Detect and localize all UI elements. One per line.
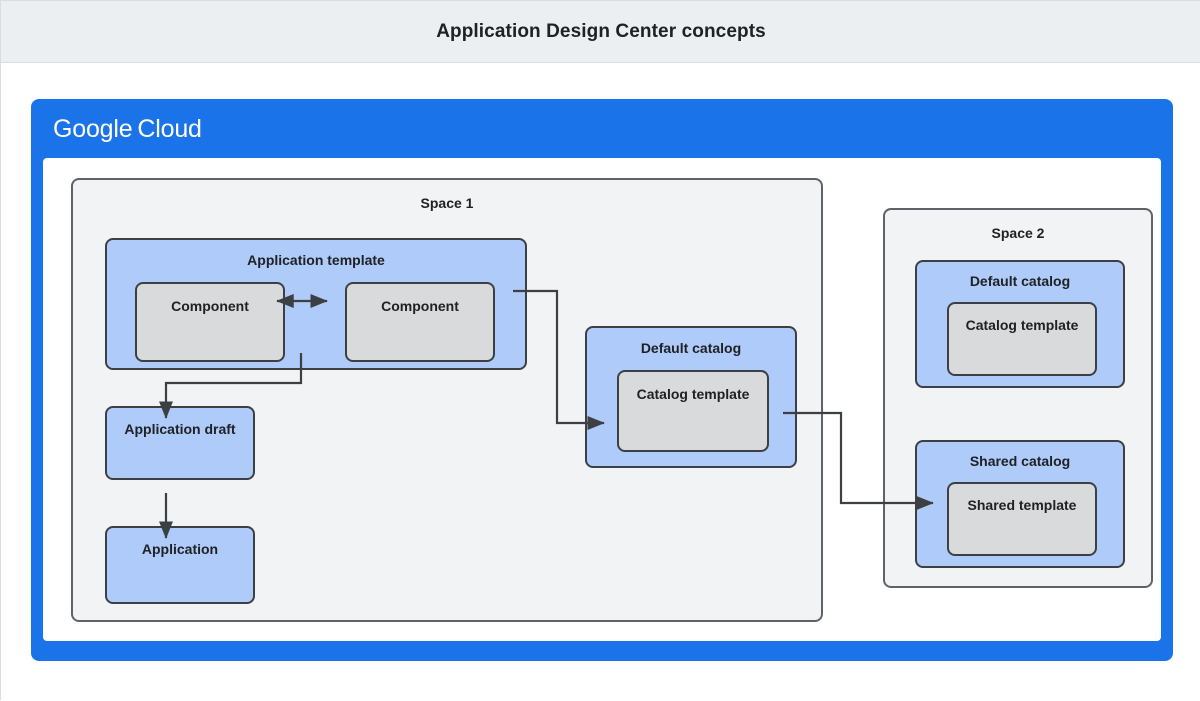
space-1-container[interactable]: Space 1 Application template Component C… [71, 178, 823, 622]
google-cloud-inner-panel: Space 1 Application template Component C… [43, 158, 1161, 641]
google-cloud-logo-google: Google [53, 115, 133, 143]
application-box[interactable]: Application [105, 526, 255, 604]
default-catalog-box-space-2[interactable]: Default catalog Catalog template [915, 260, 1125, 388]
shared-catalog-box[interactable]: Shared catalog Shared template [915, 440, 1125, 568]
space-2-label: Space 2 [991, 225, 1045, 241]
shared-catalog-label: Shared catalog [969, 453, 1071, 469]
catalog-template-box-space-1[interactable]: Catalog template [617, 370, 769, 452]
component-box-1[interactable]: Component [135, 282, 285, 362]
application-template-label: Application template [247, 252, 385, 268]
space-2-container[interactable]: Space 2 Default catalog Catalog template… [883, 208, 1153, 588]
application-template-box[interactable]: Application template Component Component [105, 238, 527, 370]
default-catalog-label-space-1: Default catalog [640, 340, 742, 356]
page-title: Application Design Center concepts [436, 20, 766, 42]
default-catalog-box-space-1[interactable]: Default catalog Catalog template [585, 326, 797, 468]
component-label-1: Component [171, 298, 249, 314]
default-catalog-label-space-2: Default catalog [969, 273, 1071, 289]
component-label-2: Component [381, 298, 459, 314]
catalog-template-box-space-2[interactable]: Catalog template [947, 302, 1097, 376]
application-label: Application [141, 541, 219, 557]
google-cloud-logo-cloud: Cloud [137, 115, 202, 143]
component-box-2[interactable]: Component [345, 282, 495, 362]
space-1-label: Space 1 [420, 195, 474, 211]
header-band: Application Design Center concepts [1, 1, 1200, 63]
catalog-template-label-space-1: Catalog template [636, 386, 750, 402]
application-draft-box[interactable]: Application draft [105, 406, 255, 480]
catalog-template-label-space-2: Catalog template [965, 317, 1079, 333]
shared-template-box[interactable]: Shared template [947, 482, 1097, 556]
application-draft-label: Application draft [124, 421, 236, 437]
shared-template-label: Shared template [967, 497, 1077, 513]
